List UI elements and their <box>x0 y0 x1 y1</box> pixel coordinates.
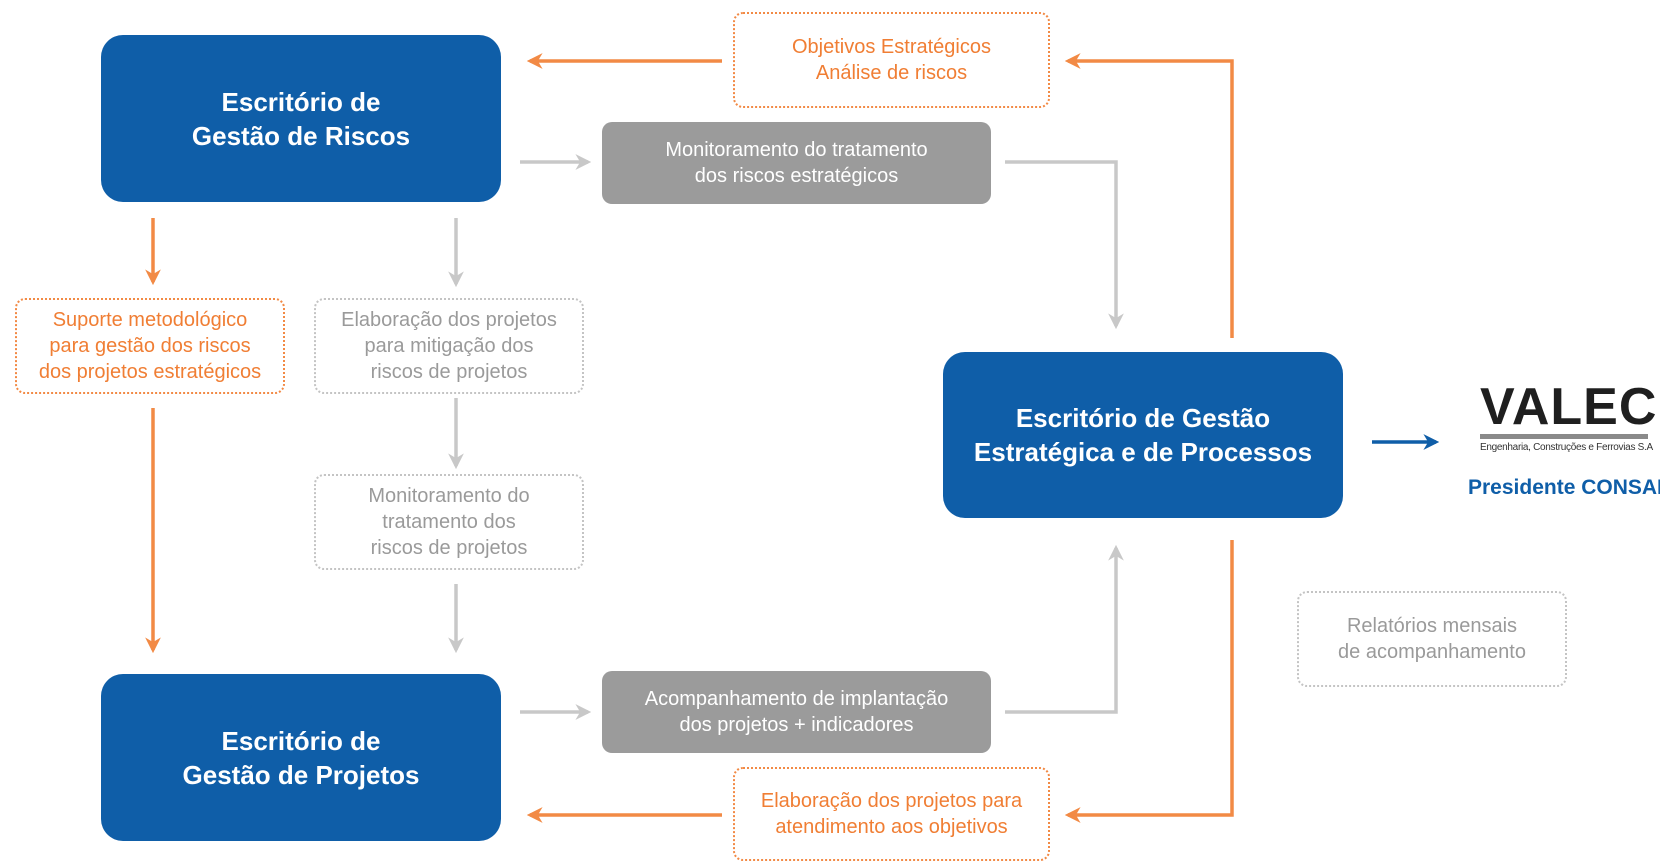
strategic-objectives-box: Objetivos Estratégicos Análise de riscos <box>733 12 1050 108</box>
support-line-2: para gestão dos riscos <box>49 335 251 357</box>
objectives-line-2: Análise de riscos <box>815 62 968 84</box>
project-office-line-1: Escritório de <box>221 725 381 756</box>
reports-line-1: Relatórios mensais <box>1346 615 1518 637</box>
valec-logo-bar <box>1480 434 1648 439</box>
strategic-office-line-1: Escritório de Gestão <box>1015 403 1271 433</box>
monitor-projects-line-3: riscos de projetos <box>370 537 528 559</box>
monitor-strategic-line-1: Monitoramento do tratamento <box>665 139 928 161</box>
arrow-tracking-to-strategic <box>1005 544 1124 714</box>
mitigation-line-2: para mitigação dos <box>364 335 534 357</box>
monitor-strategic-risks-box: Monitoramento do tratamento dos riscos e… <box>602 122 991 204</box>
monthly-reports-box: Relatórios mensais de acompanhamento <box>1297 591 1567 687</box>
projects-objectives-line-2: atendimento aos objetivos <box>775 816 1008 838</box>
risk-office-line-1: Escritório de <box>221 86 381 117</box>
monitor-projects-line-2: tratamento dos <box>382 511 516 533</box>
arrow-strategic-to-projects-objectives <box>1064 540 1234 823</box>
projects-for-objectives-box: Elaboração dos projetos para atendimento… <box>733 767 1050 861</box>
valec-logo-word: VALEC <box>1480 378 1658 436</box>
tracking-line-1: Acompanhamento de implantação <box>644 688 949 710</box>
projects-objectives-line-1: Elaboração dos projetos para <box>760 790 1023 812</box>
mitigation-projects-box: Elaboração dos projetos para mitigação d… <box>314 298 584 394</box>
strategic-office-line-2: Estratégica e de Processos <box>973 437 1313 467</box>
arrow-strategic-to-objectives <box>1064 53 1234 338</box>
mitigation-line-1: Elaboração dos projetos <box>341 309 557 331</box>
valec-logo-subtitle: Engenharia, Construções e Ferrovias S.A <box>1480 442 1653 453</box>
methodological-support-box: Suporte metodológico para gestão dos ris… <box>15 298 285 394</box>
arrow-monitor-to-strategic <box>1005 160 1124 330</box>
support-line-1: Suporte metodológico <box>52 309 248 331</box>
risk-office-line-2: Gestão de Riscos <box>191 120 411 151</box>
reports-line-2: de acompanhamento <box>1338 641 1526 663</box>
project-office-line-2: Gestão de Projetos <box>182 759 420 790</box>
objectives-line-1: Objetivos Estratégicos <box>792 36 991 58</box>
risk-office-box: Escritório de Gestão de Riscos <box>101 35 501 202</box>
support-line-3: dos projetos estratégicos <box>38 361 262 383</box>
monitor-project-risks-box: Monitoramento do tratamento dos riscos d… <box>314 474 584 570</box>
project-office-box: Escritório de Gestão de Projetos <box>101 674 501 841</box>
monitor-projects-line-1: Monitoramento do <box>368 485 530 507</box>
valec-logo: VALEC Engenharia, Construções e Ferrovia… <box>1480 378 1658 453</box>
mitigation-line-3: riscos de projetos <box>370 361 528 383</box>
implementation-tracking-box: Acompanhamento de implantação dos projet… <box>602 671 991 753</box>
president-consad-label: Presidente CONSAD <box>1468 476 1660 499</box>
monitor-strategic-line-2: dos riscos estratégicos <box>694 165 899 187</box>
strategic-office-box: Escritório de Gestão Estratégica e de Pr… <box>943 352 1343 518</box>
tracking-line-2: dos projetos + indicadores <box>679 714 914 736</box>
